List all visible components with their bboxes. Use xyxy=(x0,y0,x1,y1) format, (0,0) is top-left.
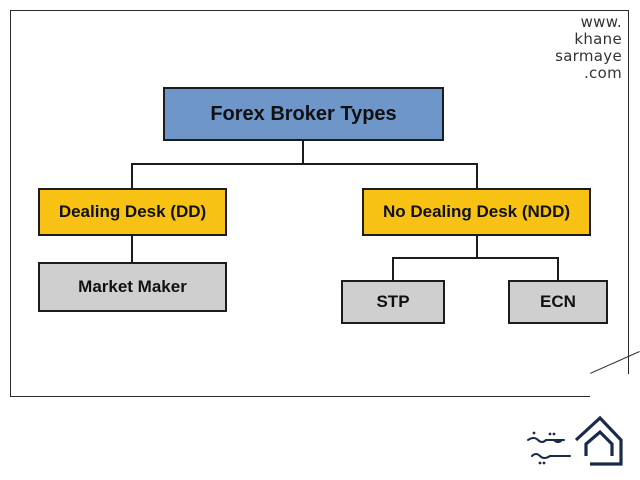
root-node-forex-broker-types: Forex Broker Types xyxy=(163,87,444,141)
root-node-label: Forex Broker Types xyxy=(210,102,397,125)
market-maker-label: Market Maker xyxy=(78,277,187,296)
node-stp: STP xyxy=(341,280,445,324)
node-market-maker: Market Maker xyxy=(38,262,227,312)
watermark-line-2: khane xyxy=(574,30,622,48)
connector-ndd-down xyxy=(476,236,478,258)
node-ecn: ECN xyxy=(508,280,608,324)
node-no-dealing-desk: No Dealing Desk (NDD) xyxy=(362,188,591,236)
connector-to-ecn xyxy=(557,257,559,280)
connector-to-dd xyxy=(131,163,133,188)
watermark-line-4: .com xyxy=(583,64,622,82)
node-dealing-desk: Dealing Desk (DD) xyxy=(38,188,227,236)
khane-sarmaye-logo-icon xyxy=(527,415,623,466)
diagram-frame xyxy=(10,10,629,397)
connector-to-stp xyxy=(392,257,394,280)
stp-label: STP xyxy=(376,292,410,311)
frame-bottom-edge xyxy=(10,396,590,397)
dealing-desk-label: Dealing Desk (DD) xyxy=(58,202,207,221)
connector-top-bar xyxy=(131,163,478,165)
connector-to-ndd xyxy=(476,163,478,188)
connector-ndd-bar xyxy=(392,257,559,259)
connector-dd-to-mm xyxy=(131,236,133,262)
no-dealing-desk-label: No Dealing Desk (NDD) xyxy=(382,202,571,221)
watermark-line-3: sarmaye xyxy=(555,47,622,65)
frame-right-edge xyxy=(628,10,629,374)
watermark-line-1: www. xyxy=(580,13,622,31)
website-watermark: www. khane sarmaye .com xyxy=(555,14,622,82)
connector-root-down xyxy=(302,141,304,165)
ecn-label: ECN xyxy=(540,292,576,311)
